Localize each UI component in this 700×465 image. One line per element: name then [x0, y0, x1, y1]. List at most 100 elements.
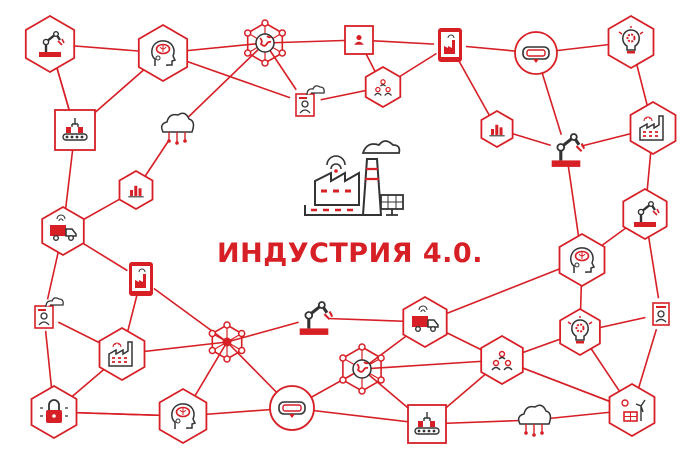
robot-arm-icon — [39, 30, 65, 57]
hexagon-frame — [364, 65, 402, 109]
network-dot — [223, 355, 231, 363]
node-cloud-network-left — [160, 112, 195, 145]
node-robot-arm-right-mid — [622, 187, 668, 241]
node-robot-arm-center — [298, 301, 334, 335]
conveyor-icon — [414, 412, 440, 435]
diagram-title: ИНДУСТРИЯ 4.0. — [217, 238, 483, 269]
hexagon-frame — [622, 187, 668, 241]
network-dot — [358, 387, 366, 395]
vr-headset-icon — [278, 401, 306, 418]
node-smartphone-left — [125, 262, 157, 296]
brain-head-icon — [151, 40, 177, 66]
icon-backdrop — [298, 302, 330, 334]
delivery-truck-icon — [50, 214, 77, 241]
node-smartphone-top — [434, 28, 466, 62]
hexagon-frame — [480, 334, 524, 386]
hexagon-frame — [608, 382, 656, 438]
network-dot — [261, 59, 269, 67]
node-central-factory — [304, 140, 404, 216]
smart-factory-icon — [304, 140, 404, 216]
square-frame — [344, 25, 374, 55]
network-dot — [223, 321, 231, 329]
node-bar-chart-top — [480, 109, 514, 149]
network-dot — [377, 376, 385, 384]
node-factory-left — [98, 326, 146, 382]
cloud-network-icon — [160, 112, 195, 145]
connector-globe-network-bottom-to-team-hex-bottom — [361, 359, 503, 370]
square-frame — [407, 404, 447, 444]
node-vr-headset-bottom — [269, 385, 315, 431]
node-cloud-network-bottom — [517, 404, 552, 437]
robot-arm-icon — [551, 133, 586, 167]
solar-wind-icon — [621, 399, 646, 422]
node-lightbulb-gear-top-right — [607, 14, 655, 70]
network-node-icon — [222, 337, 232, 347]
node-team-hex-top — [364, 65, 402, 109]
node-profile-cloud-left — [28, 297, 64, 331]
lightbulb-gear-icon — [618, 26, 644, 54]
square-frame — [54, 109, 96, 151]
node-lock-bottom-left — [30, 384, 78, 440]
profile-card-icon — [652, 302, 670, 326]
network-dot — [237, 329, 246, 338]
node-id-card-top — [344, 25, 374, 55]
delivery-truck-icon — [412, 305, 439, 332]
node-robot-arm-top-left — [24, 14, 76, 74]
network-dot — [208, 329, 217, 338]
factory-icon — [639, 115, 664, 141]
node-robot-arm-right — [550, 133, 586, 167]
node-team-hex-bottom — [480, 334, 524, 386]
network-dot — [339, 354, 347, 362]
node-brain-head-bottom — [158, 387, 208, 445]
connector-brain-head-right-to-truck-center — [424, 259, 583, 323]
lightbulb-gear-icon — [567, 316, 593, 344]
node-brain-head-top — [137, 23, 189, 83]
node-bar-chart-left — [118, 169, 154, 211]
icon-backdrop — [550, 134, 582, 166]
node-conveyor-bottom — [407, 404, 447, 444]
node-truck-left — [41, 205, 85, 257]
globe-network-icon — [352, 359, 372, 379]
node-conveyor-left — [54, 109, 96, 151]
team-icon — [491, 350, 513, 371]
vr-headset-icon — [522, 46, 550, 63]
cloud-network-icon — [517, 404, 552, 437]
node-layer — [24, 14, 677, 445]
factory-icon — [108, 341, 133, 367]
node-profile-cloud-top — [289, 85, 325, 119]
node-network-node-center — [208, 321, 246, 363]
network-dot — [377, 354, 385, 362]
node-profile-right — [645, 298, 677, 330]
network-dot — [278, 29, 287, 37]
person-card-icon — [354, 35, 364, 45]
connector-globe-network-top-to-id-card-top — [264, 39, 360, 44]
conveyor-icon — [62, 118, 88, 141]
node-solar-wind-bottom-right — [608, 382, 656, 438]
smartphone-factory-icon — [438, 28, 462, 62]
network-dot — [278, 49, 287, 57]
bar-chart-icon — [489, 124, 505, 137]
profile-cloud-icon — [295, 85, 325, 117]
network-dot — [339, 376, 347, 384]
network-dot — [243, 49, 252, 57]
brain-head-icon — [570, 247, 596, 273]
network-dot — [358, 343, 366, 351]
node-globe-network-bottom — [339, 343, 385, 395]
network-dot — [243, 29, 252, 37]
profile-cloud-icon — [34, 297, 64, 329]
node-lightbulb-gear-right — [559, 307, 601, 357]
network-dot — [237, 346, 246, 355]
robot-arm-icon — [299, 301, 334, 335]
globe-network-icon — [255, 33, 275, 53]
robot-arm-icon — [634, 200, 660, 227]
node-vr-headset-top — [514, 31, 558, 75]
connector-globe-network-top-to-cloud-network-left — [176, 42, 266, 129]
padlock-icon — [40, 399, 68, 423]
team-icon — [374, 79, 392, 96]
node-brain-head-right — [558, 232, 606, 288]
node-truck-center — [402, 295, 448, 349]
network-dot — [261, 19, 269, 27]
node-factory-right — [629, 100, 677, 156]
